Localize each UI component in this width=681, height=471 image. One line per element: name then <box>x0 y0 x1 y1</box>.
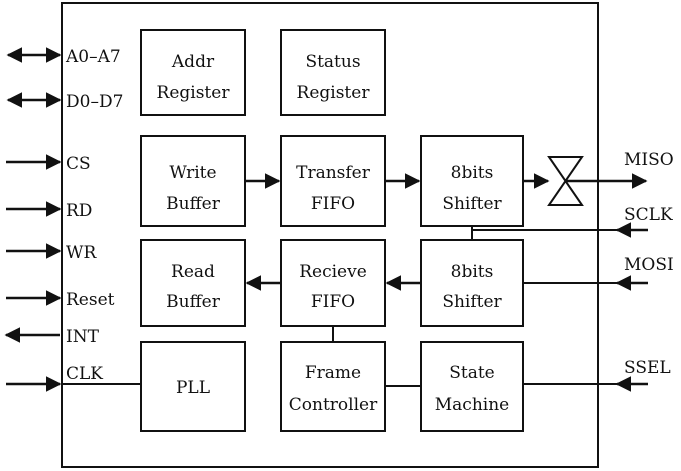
read-buffer-line2: Buffer <box>166 292 221 312</box>
rx-shifter-block: 8bits Shifter <box>420 239 524 327</box>
write-buffer-block: Write Buffer <box>140 135 246 227</box>
tx-shifter-line1: 8bits <box>451 163 494 183</box>
state-machine-block: State Machine <box>420 341 524 432</box>
frame-controller-line1: Frame <box>305 363 361 383</box>
signal-cs: CS <box>6 154 91 174</box>
ssel-path: SSEL <box>523 358 671 392</box>
pll-block: PLL <box>140 341 246 432</box>
signal-d0-d7: D0–D7 <box>6 92 123 112</box>
signal-clk: CLK <box>6 364 141 392</box>
rx-shifter-line1: 8bits <box>451 262 494 282</box>
sclk-label: SCLK <box>624 205 673 225</box>
miso-path: MISO <box>523 150 674 206</box>
reset-label: Reset <box>66 290 115 310</box>
d0-d7-label: D0–D7 <box>66 92 123 112</box>
tx-shifter-block: 8bits Shifter <box>420 135 524 227</box>
tx-shifter-line2: Shifter <box>442 194 502 214</box>
signal-wr: WR <box>6 243 97 263</box>
write-buffer-line1: Write <box>169 163 216 183</box>
mosi-label: MOSI <box>624 255 674 275</box>
sclk-path: SCLK <box>471 205 673 240</box>
rd-label: RD <box>66 201 92 221</box>
mosi-path: MOSI <box>523 255 674 291</box>
read-buffer-line1: Read <box>171 262 215 282</box>
pll-label: PLL <box>176 378 210 398</box>
status-register-line2: Register <box>297 83 371 103</box>
signal-reset: Reset <box>6 290 115 310</box>
miso-label: MISO <box>624 150 674 170</box>
frame-controller-block: Frame Controller <box>280 341 386 432</box>
clk-label: CLK <box>66 364 103 384</box>
addr-register-line1: Addr <box>171 52 215 72</box>
signal-int: INT <box>4 327 100 347</box>
transfer-fifo-line2: FIFO <box>311 194 355 214</box>
rx-shifter-line2: Shifter <box>442 292 502 312</box>
addr-register-block: Addr Register <box>140 29 246 116</box>
state-machine-line2: Machine <box>435 395 509 415</box>
addr-register-line2: Register <box>157 83 231 103</box>
int-label: INT <box>66 327 100 347</box>
status-register-line1: Status <box>305 52 360 72</box>
transfer-fifo-block: Transfer FIFO <box>280 135 386 227</box>
cs-label: CS <box>66 154 91 174</box>
ssel-label: SSEL <box>624 358 671 378</box>
frame-controller-line2: Controller <box>289 395 378 415</box>
signal-a0-a7: A0–A7 <box>6 47 121 67</box>
recieve-fifo-line2: FIFO <box>311 292 355 312</box>
recieve-fifo-line1: Recieve <box>299 262 367 282</box>
write-buffer-line2: Buffer <box>166 194 221 214</box>
recieve-fifo-block: Recieve FIFO <box>280 239 386 327</box>
transfer-fifo-line1: Transfer <box>296 163 371 183</box>
state-machine-line1: State <box>449 363 495 383</box>
read-buffer-block: Read Buffer <box>140 239 246 327</box>
signal-rd: RD <box>6 201 92 221</box>
status-register-block: Status Register <box>280 29 386 116</box>
a0-a7-label: A0–A7 <box>65 47 121 67</box>
wr-label: WR <box>66 243 97 263</box>
